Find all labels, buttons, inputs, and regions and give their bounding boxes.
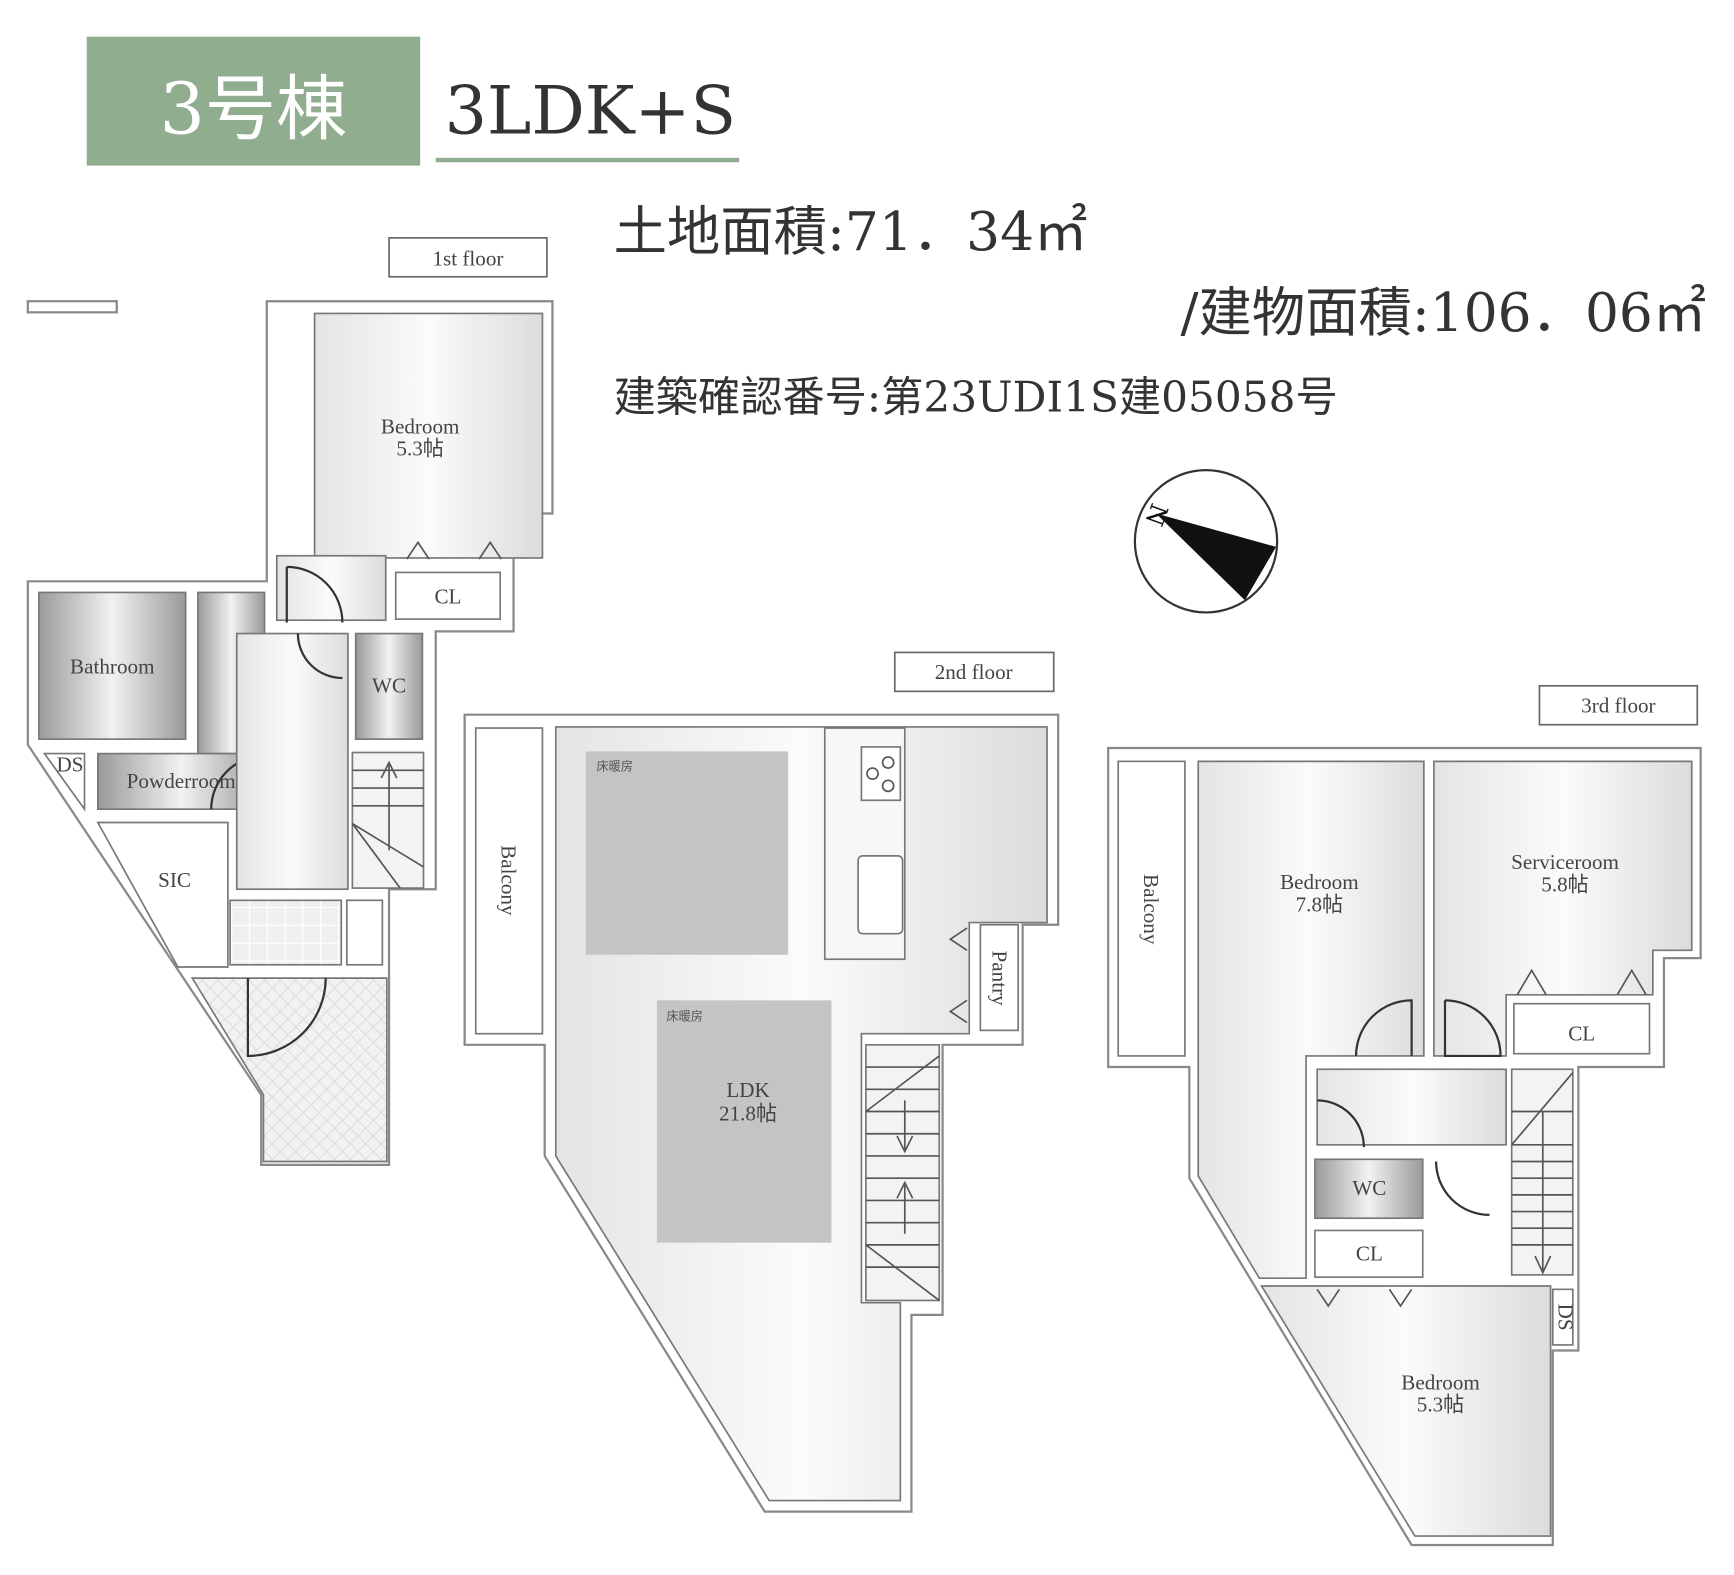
ds-1f-label: DS (57, 752, 84, 776)
closet-3f-a-label: CL (1568, 1021, 1595, 1045)
ldk-size: 21.8帖 (719, 1101, 777, 1125)
bedroom-1f-name: Bedroom (381, 414, 460, 438)
floor-1-label-box (388, 237, 548, 278)
sic-label: SIC (158, 868, 191, 892)
building-number: 3号棟 (160, 67, 348, 150)
floor-2-plan: 2nd floor Balcony 床暖房 床暖房 LDK 21.8帖 Pant… (463, 651, 1060, 1513)
bedroom-3f-a-size: 7.8帖 (1296, 892, 1343, 916)
floor-3-label-box (1538, 684, 1699, 726)
ds-1f (42, 752, 86, 812)
ds-3f-label: DS (1553, 1304, 1577, 1331)
room-bedroom-3f-a (1197, 760, 1425, 1280)
layout-underline (435, 157, 740, 163)
floor-3-plan: 3rd floor Balcony Bedroom 7.8帖 Servicero… (1107, 684, 1702, 1547)
floor-3-title: 3rd floor (1581, 693, 1655, 717)
closet-1f (394, 571, 502, 620)
bedroom-3f-b-size: 5.3帖 (1417, 1393, 1465, 1417)
floor-1-plan: 1st floor Bedroom 5.3帖 CL Bathroom Powde… (26, 237, 554, 1166)
room-bathroom (38, 591, 187, 740)
floor-2-title: 2nd floor (935, 660, 1013, 684)
floor-1-title: 1st floor (432, 247, 503, 271)
stairs-1f (351, 751, 425, 889)
building-area: /建物面積:106．06㎡ (1180, 281, 1706, 344)
floor-heating-2-label: 床暖房 (666, 1008, 703, 1023)
balcony-2f-label: Balcony (496, 845, 520, 916)
floor-heating-area-1 (585, 751, 789, 955)
entrance-porch (190, 977, 388, 1163)
serviceroom-size: 5.8帖 (1541, 872, 1589, 896)
pantry-label: Pantry (988, 951, 1012, 1007)
land-area: 土地面積:71．34㎡ (614, 200, 1088, 263)
compass-icon: N (1133, 469, 1279, 614)
sink-icon (857, 855, 904, 935)
bathroom-label: Bathroom (70, 655, 155, 679)
bedroom-3f-a-name: Bedroom (1280, 870, 1359, 894)
serviceroom-name: Serviceroom (1511, 850, 1619, 874)
kitchen-counter (823, 727, 906, 961)
closet-3f-b (1314, 1229, 1424, 1278)
room-wc-3f (1314, 1158, 1424, 1220)
stairs-3f (1510, 1068, 1574, 1276)
wc-1f-label: WC (372, 673, 406, 697)
header: 3号棟 3LDK+S 土地面積:71．34㎡ /建物面積:106．06㎡ 建築確… (86, 36, 1706, 421)
layout-type: 3LDK+S (445, 71, 737, 149)
room-sic (96, 821, 229, 968)
closet-3f-b-label: CL (1356, 1241, 1383, 1265)
floor-2-label-box (893, 651, 1055, 693)
pantry (979, 923, 1019, 1032)
confirmation-number: 建築確認番号:第23UDI1S建05058号 (614, 372, 1338, 421)
floor-heating-area-2 (656, 1000, 832, 1243)
closet-3f-a (1513, 1002, 1651, 1055)
ldk-name: LDK (726, 1078, 770, 1102)
closet-1f-label: CL (434, 585, 461, 609)
building-badge (86, 36, 421, 166)
balcony-2f (474, 727, 544, 1035)
stairs-2f (865, 1043, 941, 1302)
room-bedroom-3f-b (1260, 1285, 1552, 1537)
wc-3f-label: WC (1352, 1176, 1386, 1200)
balcony-3f-label: Balcony (1139, 874, 1163, 945)
bedroom-3f-b-name: Bedroom (1401, 1370, 1480, 1394)
entrance-floor (229, 899, 343, 966)
bedroom-1f-size: 5.3帖 (396, 437, 444, 461)
balcony-3f (1117, 760, 1186, 1057)
floor-heating-1-label: 床暖房 (596, 758, 633, 773)
ds-3f (1551, 1288, 1574, 1346)
stove-icon (860, 746, 902, 802)
room-wc-1f (354, 632, 424, 740)
